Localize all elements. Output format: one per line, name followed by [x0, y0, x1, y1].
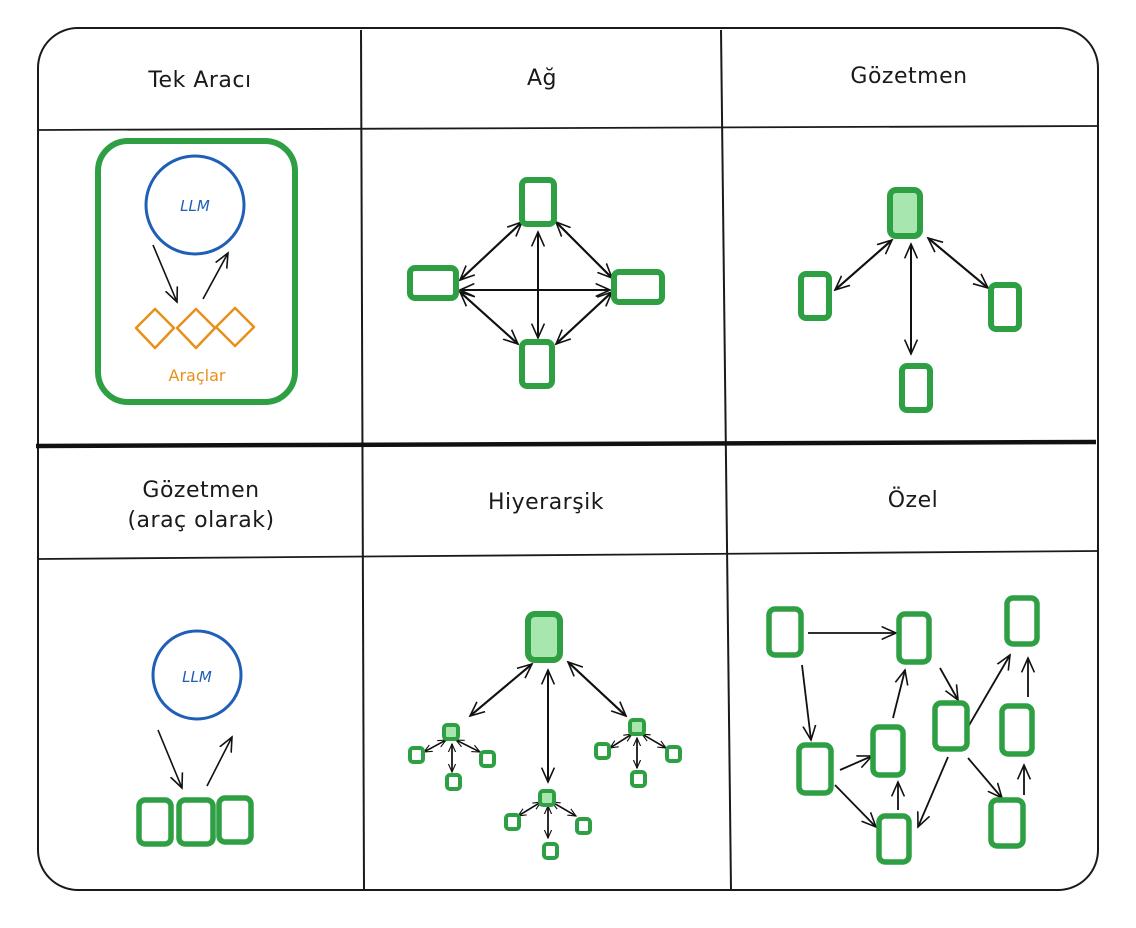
agent-node	[179, 800, 213, 844]
panel-single-agent: LLM Araçlar	[98, 141, 295, 402]
panel-title-network: Ağ	[364, 64, 720, 94]
agent-node	[799, 745, 831, 793]
leaf-agent-node	[596, 744, 609, 758]
agent-node	[1002, 706, 1032, 754]
llm-label: LLM	[180, 197, 210, 215]
header-sep-bottom	[38, 551, 1098, 559]
supervisor-node	[890, 190, 920, 236]
panel-supervisor-tool: LLM	[139, 631, 251, 844]
panel-title-line1: Gözetmen	[40, 476, 362, 506]
tools-label: Araçlar	[169, 366, 226, 385]
panel-supervisor	[801, 190, 1019, 410]
agent-node	[879, 816, 909, 862]
arrow-from-tools	[203, 253, 228, 299]
panel-title-hierarchical: Hiyerarşik	[364, 488, 728, 518]
top-supervisor-node	[528, 614, 560, 660]
panel-title-single-agent: Tek Aracı	[40, 66, 360, 96]
tool-icons	[136, 308, 254, 348]
tool-diamond-icon	[177, 309, 215, 348]
agent-node	[139, 800, 171, 844]
panel-title-supervisor-tool: Gözetmen (araç olarak)	[40, 476, 362, 536]
leaf-agent-node	[506, 815, 519, 829]
agent-node	[522, 342, 552, 386]
agent-node	[991, 285, 1019, 329]
row-separator	[36, 442, 1096, 446]
header-sep-top	[38, 126, 1098, 130]
leaf-agent-node	[632, 772, 645, 786]
agent-node	[769, 609, 801, 655]
panel-hierarchical	[410, 614, 680, 858]
leaf-agent-node	[577, 819, 590, 833]
leaf-agent-node	[667, 747, 680, 761]
agent-boundary	[98, 141, 295, 402]
panel-title-supervisor: Gözetmen	[722, 62, 1096, 92]
panel-custom	[769, 598, 1037, 862]
agent-node	[1007, 598, 1037, 644]
leaf-agent-node	[410, 748, 423, 762]
agent-node	[902, 366, 930, 410]
panel-network	[410, 180, 662, 386]
tool-diamond-icon	[216, 308, 254, 346]
leaf-agent-node	[544, 844, 557, 858]
arrow-to-tools	[153, 245, 177, 302]
tool-diamond-icon	[136, 309, 174, 348]
panel-title-custom: Özel	[730, 486, 1096, 516]
agent-node	[801, 274, 829, 318]
agent-node	[935, 703, 967, 749]
leaf-agent-node	[481, 752, 494, 766]
agent-node	[614, 272, 662, 302]
agent-node	[873, 727, 903, 775]
mid-supervisor-node	[540, 791, 554, 805]
divider-v2	[721, 30, 731, 890]
arrow-to-agents	[158, 730, 182, 788]
divider-v1	[361, 30, 364, 890]
leaf-agent-node	[447, 775, 460, 789]
mid-supervisor-node	[444, 725, 458, 739]
agent-node	[899, 614, 929, 662]
agent-node	[991, 800, 1023, 846]
arrow-from-agents	[207, 737, 232, 786]
agent-node	[219, 798, 251, 842]
panel-title-line2: (araç olarak)	[40, 506, 362, 536]
agent-node	[522, 180, 554, 224]
agent-node	[410, 268, 456, 298]
mid-supervisor-node	[630, 720, 644, 734]
llm-label: LLM	[182, 668, 212, 686]
